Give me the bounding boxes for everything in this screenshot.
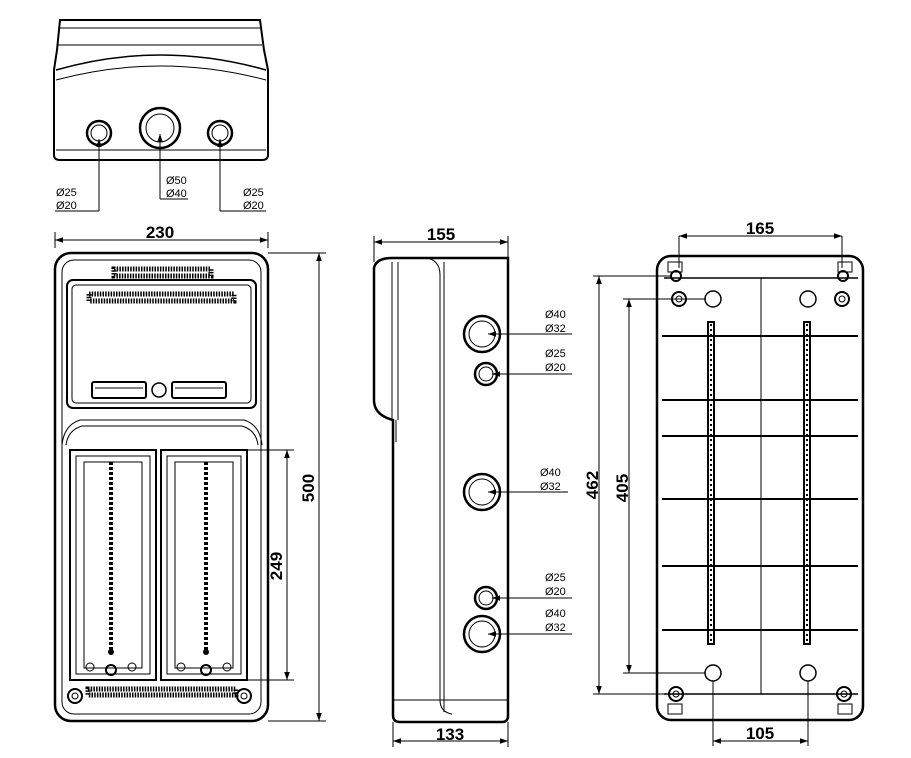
back-view: 165 105 462 405 (583, 219, 865, 746)
side-hole1-d2: Ø32 (545, 323, 566, 335)
side-hole2-d2: Ø20 (545, 362, 566, 374)
side-hole5-d2: Ø32 (545, 622, 566, 634)
side-hole4-d2: Ø20 (545, 586, 566, 598)
side-hole3-d1: Ø40 (540, 467, 561, 479)
side-hole5-d1: Ø40 (545, 608, 566, 620)
top-hole-center-d2: Ø40 (166, 188, 187, 200)
side-hole2-d1: Ø25 (545, 348, 566, 360)
back-bottom-width-label: 105 (746, 724, 774, 743)
side-depth-bottom-label: 133 (436, 725, 464, 744)
back-top-width-label: 165 (746, 219, 774, 238)
top-hole-left-d2: Ø20 (56, 200, 77, 212)
side-view: Ø40 Ø32 Ø25 Ø20 Ø40 Ø32 Ø25 Ø20 Ø40 Ø32 … (372, 225, 572, 747)
side-hole1-d1: Ø40 (545, 309, 566, 321)
top-hole-right-d2: Ø20 (243, 200, 264, 212)
front-socket-right (160, 449, 248, 681)
front-height-label: 500 (299, 474, 318, 502)
top-hole-center-d1: Ø50 (166, 175, 187, 187)
top-hole-left-d1: Ø25 (56, 187, 77, 199)
top-view: Ø25 Ø20 Ø50 Ø40 Ø25 Ø20 (53, 19, 269, 212)
side-hole3-d2: Ø32 (540, 481, 561, 493)
front-view: 230 500 249 (53, 223, 326, 723)
front-width-label: 230 (146, 223, 174, 242)
side-hole4-d1: Ø25 (545, 572, 566, 584)
side-depth-top-label: 155 (427, 225, 455, 244)
back-inner-height-label: 405 (613, 474, 632, 502)
back-outer-height-label: 462 (583, 471, 602, 499)
top-hole-right-d1: Ø25 (243, 187, 264, 199)
socket-height-label: 249 (267, 552, 286, 580)
front-socket-left (69, 449, 157, 681)
